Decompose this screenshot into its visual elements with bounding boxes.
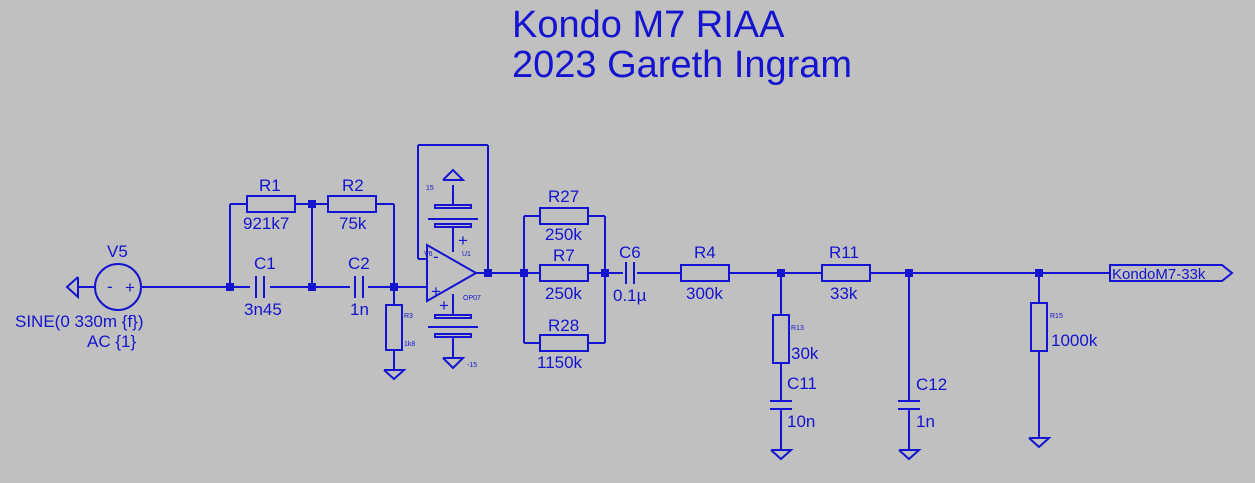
source-minus-sign: - [107, 277, 113, 296]
source-ac-spec: AC {1} [87, 332, 136, 351]
c1-value: 3n45 [244, 300, 282, 319]
c6-name: C6 [619, 243, 641, 262]
opamp-model: OP07 [463, 295, 481, 302]
capacitor-c11[interactable]: C11 10n [770, 374, 817, 431]
opamp-plus-sign: + [431, 282, 441, 301]
negative-supply-plus: + [439, 296, 449, 315]
opamp-ref: U1 [462, 251, 471, 258]
resistor-r15[interactable]: R15 1000k [1030, 302, 1098, 352]
output-port-text: KondoM7-33k [1112, 266, 1206, 283]
r28-name: R28 [548, 316, 579, 335]
resistor-r11[interactable]: R11 33k [821, 243, 871, 303]
c2-value: 1n [350, 300, 369, 319]
r2-name: R2 [342, 176, 364, 195]
r4-value: 300k [686, 284, 723, 303]
output-port-label[interactable]: KondoM7-33k [1109, 264, 1234, 283]
r4-name: R4 [694, 243, 716, 262]
negative-supply-value: -15 [467, 362, 477, 369]
r11-value: 33k [830, 284, 858, 303]
resistor-r28[interactable]: R28 1150k [537, 316, 589, 372]
capacitor-c6[interactable]: C6 0.1µ [613, 243, 647, 305]
positive-supply-plus: + [458, 231, 468, 250]
capacitor-c1[interactable]: C1 3n45 [244, 254, 282, 319]
r15-name: R15 [1050, 313, 1063, 320]
source-ground-arrow-icon [65, 276, 79, 300]
opamp-v-label: V6 [424, 251, 433, 258]
title-line-1: Kondo M7 RIAA [512, 4, 785, 46]
title-line-2: 2023 Gareth Ingram [512, 44, 852, 86]
ground-icon [1028, 437, 1052, 449]
positive-supply-battery[interactable]: + 15 [426, 168, 478, 250]
resistor-r3[interactable]: R3 1k8 [385, 304, 415, 351]
resistor-r7[interactable]: R7 250k [539, 246, 589, 303]
c11-value: 10n [787, 412, 815, 431]
source-value: SINE(0 330m {f}) [15, 312, 144, 331]
capacitor-c12[interactable]: C12 1n [898, 375, 947, 431]
ground-icon [770, 449, 794, 461]
source-plus-sign: + [125, 278, 135, 297]
r7-name: R7 [553, 246, 575, 265]
capacitor-c2[interactable]: C2 1n [348, 254, 370, 319]
r27-name: R27 [548, 187, 579, 206]
positive-supply-value: 15 [426, 185, 434, 192]
c6-value: 0.1µ [613, 286, 647, 305]
r1-value: 921k7 [243, 214, 289, 233]
r13-value: 30k [791, 344, 819, 363]
junctions [226, 200, 1043, 291]
wires [78, 144, 1110, 450]
r13-name: R13 [791, 325, 804, 332]
r15-value: 1000k [1051, 331, 1098, 350]
r2-value: 75k [339, 214, 367, 233]
c11-name: C11 [787, 374, 817, 393]
resistor-r13[interactable]: R13 30k [772, 314, 819, 364]
ground-icon [898, 449, 922, 461]
r7-value: 250k [545, 284, 582, 303]
resistor-r27[interactable]: R27 250k [539, 187, 589, 244]
r3-value: 1k8 [404, 341, 415, 348]
c12-name: C12 [916, 375, 947, 394]
c1-name: C1 [254, 254, 276, 273]
r11-name: R11 [829, 243, 859, 262]
c2-name: C2 [348, 254, 370, 273]
c12-value: 1n [916, 412, 935, 431]
r28-value: 1150k [537, 353, 583, 372]
r3-name: R3 [404, 313, 413, 320]
opamp-u1[interactable]: - + U1 OP07 V6 [424, 243, 481, 303]
resistor-r4[interactable]: R4 300k [680, 243, 730, 303]
resistor-r1[interactable]: R1 921k7 [243, 176, 296, 233]
resistor-r2[interactable]: R2 75k [327, 176, 377, 233]
r27-value: 250k [545, 225, 582, 244]
ground-icon [383, 369, 407, 381]
r1-name: R1 [259, 176, 281, 195]
opamp-minus-sign: - [433, 247, 439, 266]
negative-supply-battery[interactable]: + -15 [428, 296, 478, 370]
source-name: V5 [107, 242, 128, 261]
voltage-source-v5[interactable]: - + V5 SINE(0 330m {f}) AC {1} [15, 242, 144, 351]
